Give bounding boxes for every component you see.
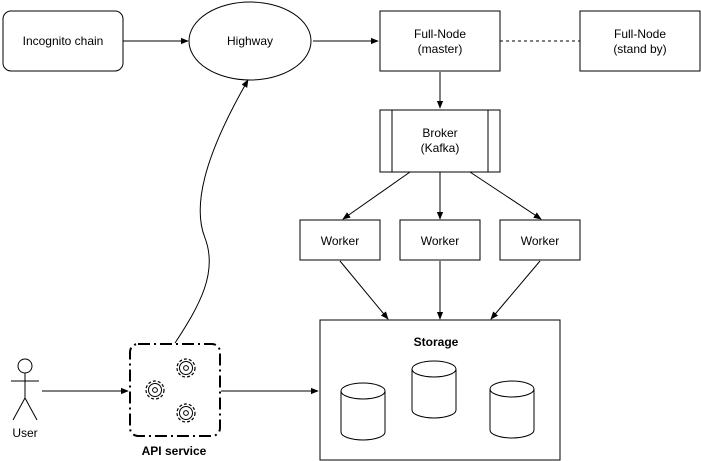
edge-api-to-highway [174,79,249,344]
storage-label: Storage [414,335,459,349]
database-icon [411,360,457,419]
broker-subtitle: (Kafka) [421,141,460,155]
broker-node: Broker (Kafka) [379,109,501,173]
user-label: User [12,426,37,440]
broker-title: Broker [422,126,457,140]
api-service-node: API service [129,343,221,458]
worker-node: Worker [299,219,381,261]
user-actor-icon: User [11,358,39,440]
fullnode-standby-subtitle: (stand by) [613,42,666,56]
edge-broker-to-worker-1 [342,171,411,220]
worker-label: Worker [421,234,459,248]
gear-icon [176,358,196,378]
worker-label: Worker [521,234,559,248]
fullnode-standby-node: Full-Node (stand by) [579,10,701,72]
worker-label: Worker [321,234,359,248]
edge-worker-1-to-storage [339,260,389,320]
edge-broker-to-worker-3 [469,171,542,220]
fullnode-master-node: Full-Node (master) [379,10,501,72]
api-service-label: API service [142,444,207,458]
gear-icon [176,403,196,423]
highway-node: Highway [188,1,312,81]
fullnode-master-title: Full-Node [414,27,466,41]
storage-node: Storage [319,319,561,461]
database-icon [489,380,535,439]
edge-worker-3-to-storage [490,260,541,320]
incognito-chain-node: Incognito chain [2,10,124,72]
worker-node: Worker [499,219,581,261]
worker-node: Worker [399,219,481,261]
gear-icon [145,380,165,400]
fullnode-master-subtitle: (master) [418,42,463,56]
highway-label: Highway [227,34,273,48]
fullnode-standby-title: Full-Node [614,27,666,41]
incognito-chain-label: Incognito chain [23,34,104,48]
database-icon [340,382,386,441]
